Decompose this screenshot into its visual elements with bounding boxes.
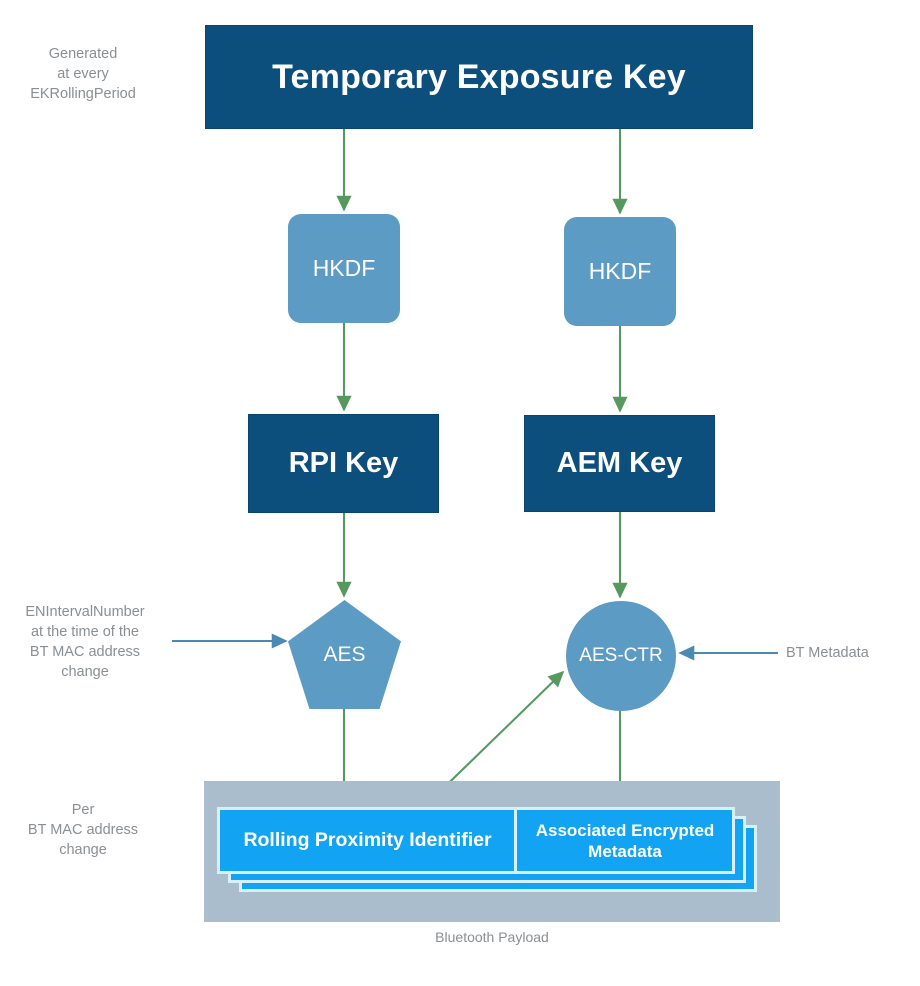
node-rpi-key: RPI Key	[248, 414, 439, 513]
payload-card-stack-front	[217, 807, 735, 874]
note-bt-metadata: BT Metadata	[786, 645, 869, 661]
caption-bluetooth-payload: Bluetooth Payload	[435, 929, 549, 945]
node-hkdf-right: HKDF	[564, 217, 676, 326]
payload-field-associated-encrypted-metadata: Associated Encrypted Metadata	[535, 820, 715, 861]
payload-field-divider	[514, 810, 517, 871]
node-hkdf-left: HKDF	[288, 214, 400, 323]
node-temporary-exposure-key: Temporary Exposure Key	[205, 25, 753, 129]
note-per-bt-mac-address-change: Per BT MAC address change	[27, 802, 139, 858]
note-enintervalnumber: ENIntervalNumber at the time of the BT M…	[25, 604, 145, 680]
node-aem-key: AEM Key	[524, 415, 715, 512]
node-aes-pentagon: AES	[288, 600, 401, 709]
node-aes-ctr-circle: AES-CTR	[566, 601, 676, 711]
payload-field-rolling-proximity-identifier: Rolling Proximity Identifier	[243, 829, 492, 851]
note-generated-at-every-ekrollingperiod: Generated at every EKRollingPeriod	[30, 46, 136, 102]
